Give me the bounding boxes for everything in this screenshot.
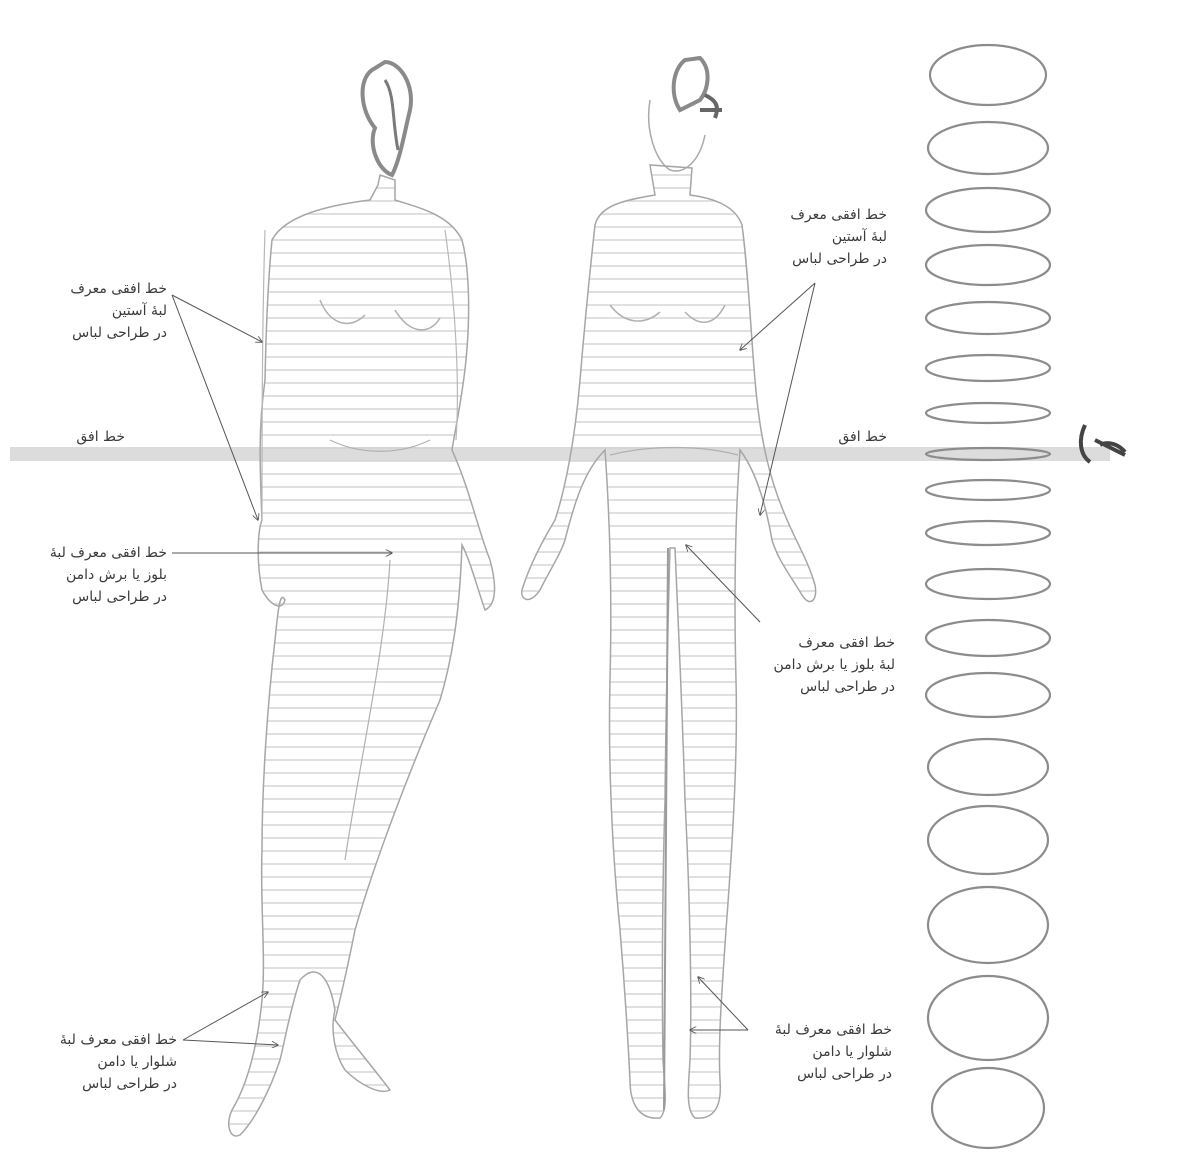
left-figure xyxy=(229,62,495,1136)
center-figure-hair xyxy=(674,58,708,110)
left-blouse-label-line3: در طراحی لباس xyxy=(50,586,167,608)
left-blouse-label-line2: بلوز یا برش دامن xyxy=(50,564,167,586)
guide-ellipse xyxy=(926,521,1050,545)
right-blouse-label-line1: خط افقی معرف xyxy=(774,632,895,654)
guide-ellipse xyxy=(928,122,1048,174)
left-trouser-label: خط افقی معرف لبهٔ شلوار یا دامن در طراحی… xyxy=(60,1029,177,1095)
left-sleeve-label-line1: خط افقی معرف xyxy=(70,278,167,300)
guide-ellipse xyxy=(926,620,1050,656)
right-sleeve-label: خط افقی معرف لبهٔ آستین در طراحی لباس xyxy=(790,204,887,270)
left-sleeve-label: خط افقی معرف لبهٔ آستین در طراحی لباس xyxy=(70,278,167,344)
right-sleeve-label-line1: خط افقی معرف xyxy=(790,204,887,226)
guide-ellipse xyxy=(926,245,1050,285)
left-sleeve-label-line2: لبهٔ آستین xyxy=(70,300,167,322)
right-blouse-label-line3: در طراحی لباس xyxy=(774,676,895,698)
guide-ellipse xyxy=(928,739,1048,795)
right-horizon-label: خط افق xyxy=(838,426,887,448)
right-blouse-label-line2: لبهٔ بلوز یا برش دامن xyxy=(774,654,895,676)
right-trouser-label-line3: در طراحی لباس xyxy=(775,1063,892,1085)
guide-ellipse xyxy=(926,403,1050,423)
guide-ellipse xyxy=(926,355,1050,381)
guide-ellipse xyxy=(932,1068,1044,1148)
center-figure-body xyxy=(522,165,816,1118)
left-blouse-label: خط افقی معرف لبهٔ بلوز یا برش دامن در طر… xyxy=(50,542,167,608)
left-figure-hair xyxy=(363,62,411,175)
right-blouse-label: خط افقی معرف لبهٔ بلوز یا برش دامن در طر… xyxy=(774,632,895,698)
guide-ellipse xyxy=(928,806,1048,874)
guide-ellipse xyxy=(928,887,1048,963)
ellipse-column xyxy=(926,45,1050,1148)
right-trouser-label-line1: خط افقی معرف لبهٔ xyxy=(775,1019,892,1041)
right-trouser-label-line2: شلوار یا دامن xyxy=(775,1041,892,1063)
left-trouser-label-line1: خط افقی معرف لبهٔ xyxy=(60,1029,177,1051)
left-blouse-label-line1: خط افقی معرف لبهٔ xyxy=(50,542,167,564)
left-trouser-label-line2: شلوار یا دامن xyxy=(60,1051,177,1073)
right-sleeve-label-line2: لبهٔ آستین xyxy=(790,226,887,248)
guide-ellipse xyxy=(926,302,1050,334)
guide-ellipse xyxy=(926,480,1050,500)
guide-ellipse xyxy=(926,188,1050,232)
right-sleeve-label-line3: در طراحی لباس xyxy=(790,248,887,270)
left-trouser-label-line3: در طراحی لباس xyxy=(60,1073,177,1095)
left-horizon-label: خط افق xyxy=(76,426,125,448)
left-sleeve-label-line3: در طراحی لباس xyxy=(70,322,167,344)
right-trouser-label: خط افقی معرف لبهٔ شلوار یا دامن در طراحی… xyxy=(775,1019,892,1085)
center-figure xyxy=(522,58,816,1118)
guide-ellipse xyxy=(926,673,1050,717)
guide-ellipse xyxy=(928,976,1048,1060)
guide-ellipse xyxy=(926,569,1050,599)
guide-ellipse xyxy=(930,45,1046,105)
